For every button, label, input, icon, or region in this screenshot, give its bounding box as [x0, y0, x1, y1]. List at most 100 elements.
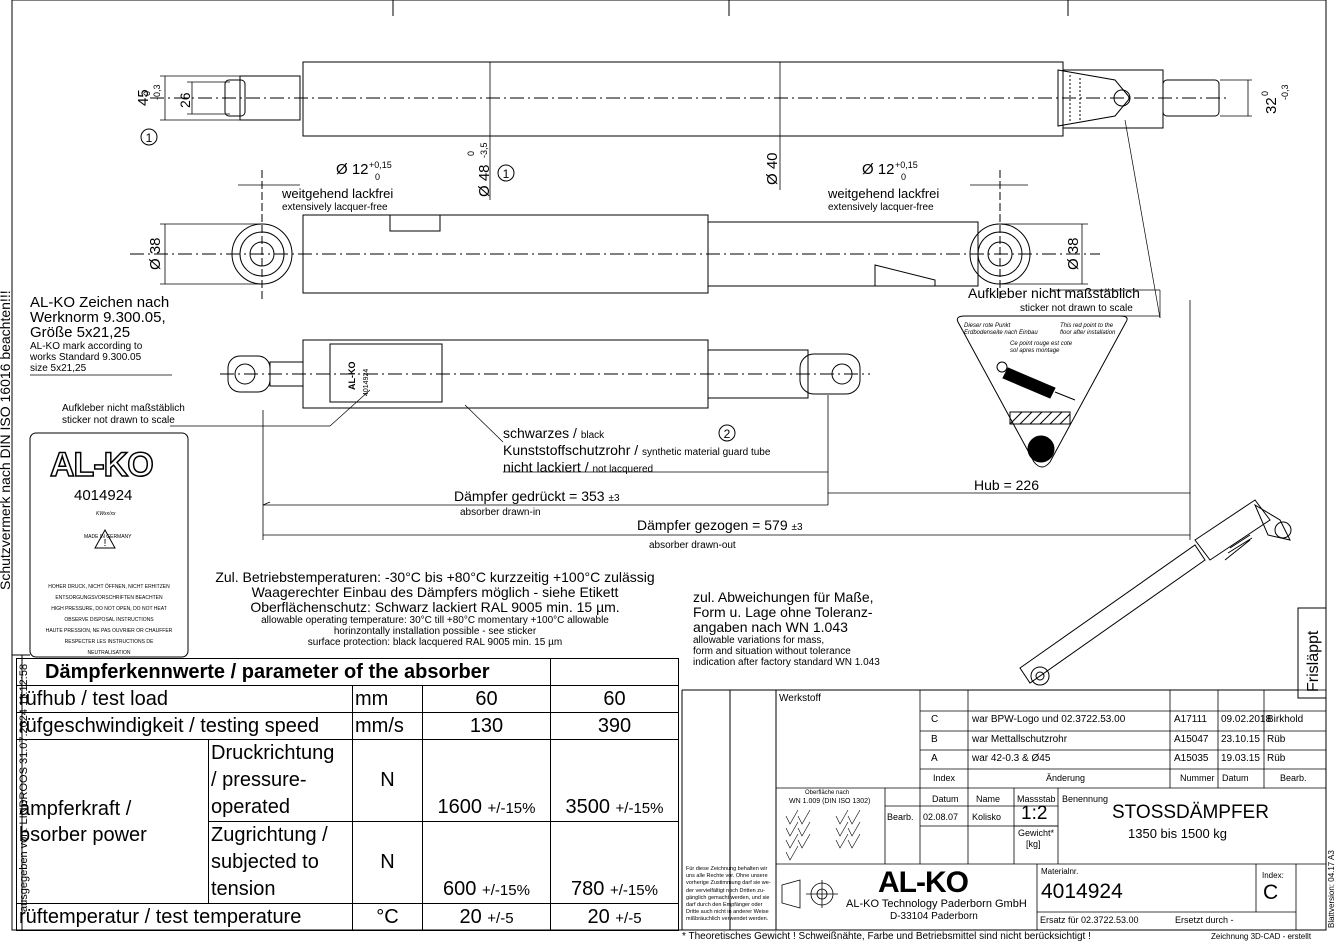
absorber-parameter-table: Dämpferkennwerte / parameter of the abso…: [16, 658, 679, 931]
drawing-date: 02.08.07: [923, 812, 959, 822]
werkstoff-label: Werkstoff: [779, 693, 821, 704]
row-test-load-v2: 60: [550, 685, 679, 713]
label-made-in: MADE IN GERMANY: [84, 534, 132, 540]
guard-tube-note: schwarzes / black Kunststoffschutzrohr /…: [503, 425, 771, 475]
dim-32: 32: [1263, 97, 1280, 114]
label-number: 4014924: [74, 487, 133, 504]
side-notice: Schutzvermerk nach DIN ISO 16016 beachte…: [0, 290, 13, 590]
lacquer-free-left-en: extensively lacquer-free: [282, 202, 388, 213]
rev-c-text: war BPW-Logo und 02.3722.53.00: [972, 714, 1126, 725]
rev-c-date: 09.02.2018: [1221, 714, 1272, 725]
rev-a-index: A: [931, 753, 938, 764]
extended-length: Dämpfer gezogen = 579 ±3: [637, 517, 803, 533]
dim-32-tol: -0,3: [1280, 84, 1290, 100]
company-name: AL-KO Technology Paderborn GmbH: [846, 898, 1027, 910]
operating-temp-note-en: allowable operating temperature: 30°C ti…: [261, 615, 609, 648]
rev-b-name: Rüb: [1267, 734, 1286, 745]
company-logo: AL-KO: [878, 866, 969, 899]
dim-12-left-tol-upper: +0,15: [369, 160, 392, 170]
header-number: Nummer: [1180, 773, 1215, 783]
alko-mark-note-en: AL-KO mark according to works Standard 9…: [30, 341, 143, 374]
header-date: Datum: [1222, 773, 1249, 783]
rev-a-number: A15035: [1174, 753, 1209, 764]
rev-c-name: Birkhold: [1267, 714, 1304, 725]
frisapp-label: Frisläppt: [1305, 630, 1322, 692]
legal-notice: Für diese Zeichnung behalten wir uns all…: [686, 866, 771, 923]
bearb-label: Bearb.: [887, 812, 914, 822]
rev-c-index: C: [931, 714, 939, 725]
drawing-author: Kolisko: [972, 812, 1002, 822]
material-number-label: Materialnr.: [1041, 867, 1079, 876]
dim-40: Ø 40: [764, 152, 781, 185]
callout-2: 2: [724, 427, 731, 441]
dim-12-right-tol-upper: +0,15: [895, 160, 918, 170]
rev-a-name: Rüb: [1267, 753, 1286, 764]
mini-logo: AL-KO: [347, 362, 357, 391]
sticker-scale-right-en: sticker not drawn to scale: [1020, 303, 1133, 314]
triangle-sticker: [956, 315, 1128, 468]
rev-a-text: war 42-0.3 & Ø45: [972, 753, 1051, 764]
row-temp-v2: 20 +/-5: [550, 903, 679, 931]
tri-de-2: Erdbodenseite nach Einbau: [964, 330, 1038, 336]
row-test-load-unit: mm: [352, 685, 423, 713]
dim-45-tol-upper: 0: [142, 91, 152, 96]
svg-text:!: !: [104, 538, 107, 549]
company-address: D-33104 Paderborn: [890, 911, 978, 922]
header-bearb: Bearb.: [1280, 773, 1307, 783]
tolerance-note-en: allowable variations for mass, form and …: [693, 635, 880, 668]
dim-32-tol-upper: 0: [1260, 91, 1270, 96]
dim-26: 26: [177, 92, 193, 108]
lacquer-free-right-en: extensively lacquer-free: [828, 202, 934, 213]
tension-unit: N: [352, 821, 423, 904]
warning-triangle-icon: [94, 528, 116, 549]
surface-note-1: Oberfläche nach: [805, 790, 850, 796]
alko-mark-note-de: AL-KO Zeichen nach Werknorm 9.300.05, Gr…: [30, 294, 170, 341]
lacquer-free-left-de: weitgehend lackfrei: [282, 186, 394, 201]
row-speed-label: rüfgeschwindigkeit / testing speed: [16, 712, 353, 740]
param-table-title: Dämpferkennwerte / parameter of the abso…: [16, 658, 551, 686]
surface-symbols: [785, 809, 861, 861]
tension-v2: 780 +/-15%: [550, 821, 679, 904]
row-temp-label: rüftemperatur / test temperature: [16, 903, 353, 931]
label-sticker-box: [29, 432, 189, 658]
operating-temp-note-de: Zul. Betriebstemperaturen: -30°C bis +80…: [215, 569, 655, 615]
rev-a-date: 19.03.15: [1221, 753, 1260, 764]
replaced-by-label: Ersetzt durch -: [1175, 915, 1234, 925]
dim-12-right-tol-lower: 0: [901, 172, 907, 182]
alko-logo-outline: AL-KO: [49, 445, 154, 485]
sticker-scale-right-de: Aufkleber nicht maßstäblich: [968, 285, 1140, 301]
dim-12-left-tol-lower: 0: [375, 172, 381, 182]
dim-12-left: Ø 12: [336, 161, 369, 178]
sticker-scale-left-en: sticker not drawn to scale: [62, 415, 175, 426]
tri-en-2: floor after installation: [1060, 330, 1116, 336]
tri-fr-2: sol apres montage: [1010, 348, 1060, 354]
index-value: C: [1263, 881, 1279, 904]
dim-48: Ø 48: [476, 164, 493, 197]
drawing-title: STOSSDÄMPFER: [1112, 802, 1269, 823]
drawing-subtitle: 1350 bis 1500 kg: [1128, 826, 1228, 841]
tri-de-1: Dieser rote Punkt: [964, 323, 1011, 329]
extended-length-en: absorber drawn-out: [649, 540, 736, 551]
sheet-version: Blattversion: 04.17 A3: [1327, 850, 1336, 928]
damper-compressed-view: [220, 339, 870, 409]
dim-45-tol: -0,3: [152, 84, 162, 100]
mini-number: 4014924: [363, 369, 370, 396]
compressed-length-en: absorber drawn-in: [460, 507, 541, 518]
rev-b-index: B: [931, 734, 938, 745]
callout-1: 1: [146, 131, 153, 145]
datum-header: Datum: [932, 794, 959, 804]
dim-48-tol: -3,5: [479, 142, 489, 158]
callout-1b: 1: [503, 167, 510, 181]
row-speed-v2: 390: [550, 712, 679, 740]
lacquer-free-right-de: weitgehend lackfrei: [828, 186, 940, 201]
tri-fr-1: Ce point rouge est cote: [1010, 341, 1073, 347]
pressure-unit: N: [352, 739, 423, 822]
material-number: 4014924: [1041, 880, 1123, 903]
dim-12-right: Ø 12: [862, 161, 895, 178]
row-temp-unit: °C: [352, 903, 423, 931]
weight-label: Gewicht*: [1018, 828, 1055, 838]
designation-header: Benennung: [1062, 794, 1109, 804]
scale-header: Massstab: [1017, 794, 1056, 804]
tolerance-note-de: zul. Abweichungen für Maße, Form u. Lage…: [693, 589, 874, 635]
